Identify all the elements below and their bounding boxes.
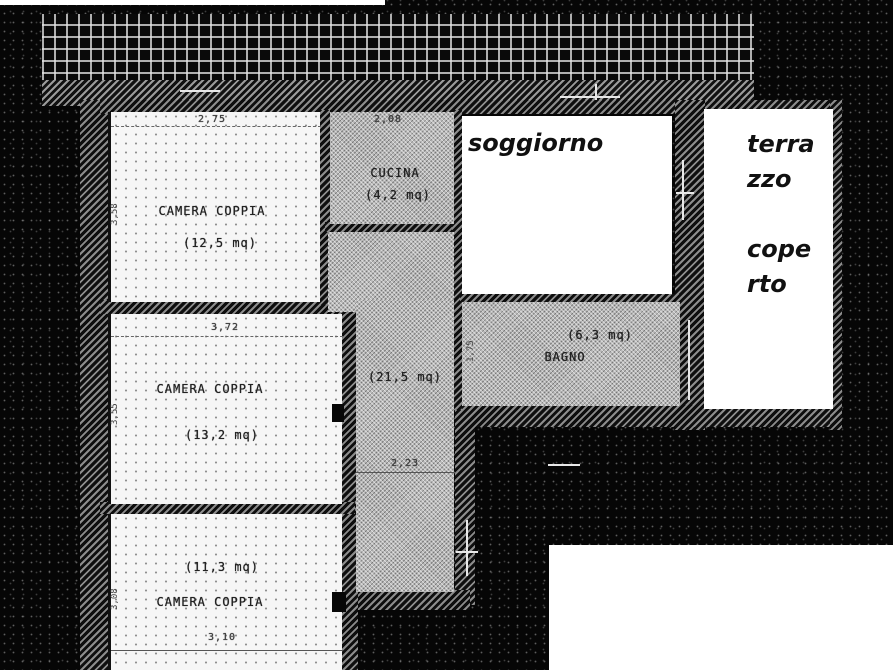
wall-room1-east — [318, 110, 330, 305]
dimension-line — [111, 650, 343, 651]
terrazzo-line-2: zzo — [747, 165, 792, 193]
window-mark — [688, 320, 690, 400]
wall-kitchen-south — [325, 222, 460, 232]
room-camera-1-dim-top: 2,75 — [197, 114, 227, 125]
room-camera-2 — [108, 314, 343, 504]
room-bagno-name: BAGNO — [544, 350, 586, 364]
room-camera-2-dim-side: 3,55 — [110, 403, 120, 425]
dimension-line — [111, 336, 343, 338]
room-corridoio-area: (21,5 mq) — [367, 370, 443, 384]
room-bagno-area: (6,3 mq) — [567, 328, 633, 342]
wall-west — [80, 100, 108, 670]
window-mark — [595, 84, 597, 106]
room-bagno-dim-side: 1,75 — [466, 340, 476, 362]
top-white-strip — [0, 0, 385, 5]
room-camera-1-dim-side: 3,58 — [110, 203, 120, 225]
room-terrazzo-label: terra zzo cope rto — [747, 127, 815, 302]
room-corridoio-dim: 2,23 — [390, 458, 420, 469]
room-soggiorno: soggiorno — [462, 116, 672, 294]
wall-soggiorno-south — [460, 294, 680, 302]
wall-terrazzo-east — [830, 100, 842, 430]
room-bagno — [462, 302, 680, 406]
wall-terrazzo-west — [675, 100, 705, 430]
room-corridoio-upper — [328, 232, 454, 312]
room-camera-2-dim-top: 3,72 — [210, 322, 240, 333]
wall-rooms-east — [340, 300, 358, 670]
dimension-line — [356, 472, 454, 473]
wall-corridor-east — [455, 405, 475, 605]
wall-corridor-east-upper — [452, 110, 462, 410]
room-camera-3-dim-side: 3,08 — [110, 588, 120, 610]
terrazzo-line-1: terra — [747, 130, 815, 158]
wall-north — [100, 100, 840, 114]
blank-white-area — [549, 545, 893, 670]
window-mark — [180, 90, 220, 92]
room-camera-2-name: CAMERA COPPIA — [156, 382, 264, 396]
room-corridoio — [356, 300, 454, 592]
room-cucina-dim-top: 2,08 — [373, 114, 403, 125]
window-mark — [548, 464, 580, 466]
room-camera-1-name: CAMERA COPPIA — [158, 204, 266, 218]
room-camera-3-dim-bottom: 3,10 — [207, 632, 237, 643]
wall-south-bagno — [455, 405, 835, 427]
window-mark — [560, 96, 620, 98]
wall-corridor-south — [330, 590, 470, 610]
room-camera-2-area: (13,2 mq) — [184, 428, 260, 442]
room-camera-3-area: (11,3 mq) — [184, 560, 260, 574]
room-soggiorno-label: soggiorno — [468, 129, 604, 157]
room-camera-1-area: (12,5 mq) — [182, 236, 258, 250]
wall-room2-south — [100, 502, 355, 514]
door-jamb — [332, 404, 344, 422]
dimension-line — [111, 126, 321, 128]
window-mark — [466, 520, 468, 576]
terrazzo-line-4: rto — [747, 270, 787, 298]
window-mark — [456, 551, 478, 553]
room-camera-3 — [108, 514, 343, 670]
window-mark — [682, 160, 684, 220]
room-cucina — [330, 112, 454, 224]
room-cucina-area: (4,2 mq) — [365, 188, 431, 202]
room-camera-3-name: CAMERA COPPIA — [156, 595, 264, 609]
room-cucina-name: CUCINA — [370, 166, 420, 180]
room-terrazzo: terra zzo cope rto — [704, 109, 833, 409]
room-camera-1 — [108, 112, 321, 302]
window-mark — [676, 192, 694, 194]
door-jamb — [332, 592, 346, 612]
terrazzo-spacer — [747, 197, 815, 232]
terrazzo-line-3: cope — [747, 235, 812, 263]
wall-room1-south — [100, 300, 355, 314]
